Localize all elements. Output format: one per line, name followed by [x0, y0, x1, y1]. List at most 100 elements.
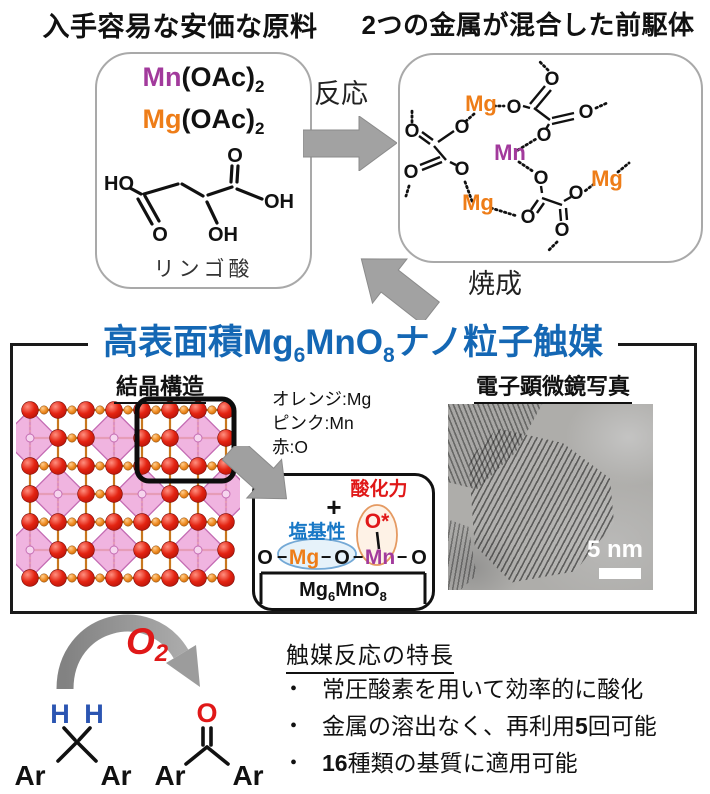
mn-symbol: Mn [142, 62, 182, 92]
calcination-label: 焼成 [468, 269, 522, 299]
reaction-arrow-icon [303, 116, 397, 171]
o-atom: O [455, 117, 470, 138]
subscript: 8 [380, 589, 387, 604]
precursor-heading: 2つの金属が混合した前駆体 [361, 10, 695, 40]
feature-number: 16 [322, 750, 348, 776]
mn-acetate-formula: Mn(OAc)2 [97, 62, 310, 97]
bullet-icon: • [290, 715, 298, 737]
bullet-icon: • [290, 752, 298, 774]
color-legend: オレンジ:Mg ピンク:Mn 赤:O [272, 387, 371, 459]
title-part: 高表面積Mg [103, 323, 294, 362]
active-oxygen: O* [365, 510, 390, 533]
mn-symbol: Mn [494, 140, 526, 165]
ho-atom: HO [104, 173, 134, 195]
legend-o: 赤:O [272, 437, 308, 457]
subscript: 2 [154, 640, 169, 667]
bond: − [353, 547, 364, 567]
o-atom: O [534, 168, 549, 189]
o-atom: O [411, 547, 427, 569]
oh-atom: OH [208, 224, 238, 246]
feature-text: 種類の基質に適用可能 [347, 751, 578, 776]
bond: − [397, 547, 408, 567]
active-site-inset: 酸化力 + O* 塩基性 O − Mg − O − Mn − O Mg6MnO8 [252, 473, 435, 611]
acetate-text: (OAc) [181, 62, 256, 92]
mg-symbol: Mg [462, 190, 494, 215]
mg-symbol: Mg [289, 546, 319, 569]
subscript: 8 [383, 344, 395, 367]
o-atom: O [227, 145, 243, 167]
o-atom: O [196, 698, 217, 728]
crystal-structure-heading: 結晶構造 [82, 369, 238, 404]
o-atom: O [405, 121, 420, 142]
o-atom: O [521, 207, 536, 228]
h-atom: H [50, 699, 70, 729]
reaction-scheme: H H Ar Ar O Ar Ar [14, 698, 263, 791]
o-atom: O [579, 102, 594, 123]
acetate-text: (OAc) [181, 104, 256, 134]
unit-cell-highlight [134, 396, 237, 484]
active-site-diagram: 酸化力 + O* 塩基性 O − Mg − O − Mn − O Mg6MnO8 [257, 477, 427, 604]
title-part: ナノ粒子触媒 [394, 323, 603, 362]
reaction-label: 反応 [314, 79, 368, 109]
catalyst-title: 高表面積Mg6MnO8ナノ粒子触媒 [88, 320, 618, 367]
plus-sign: + [326, 492, 341, 522]
title-part: MnO [305, 323, 384, 362]
materials-box: Mn(OAc)2 Mg(OAc)2 HO O OH O OH [95, 52, 312, 289]
tem-heading: 電子顕微鏡写真 [462, 369, 644, 404]
feature-text: 金属の溶出なく、再利用 [322, 714, 575, 739]
o2-base: O [126, 621, 155, 662]
raw-materials-heading: 入手容易な安価な原料 [42, 12, 318, 42]
malic-acid-label: リンゴ酸 [153, 257, 254, 281]
zoom-arrow-icon [222, 446, 288, 500]
subscript: 2 [255, 77, 265, 96]
precursor-structure: O O O O O O O O O O O O Mg Mg Mg Mn [404, 60, 631, 252]
calcination-arrow-icon [360, 258, 440, 322]
o-atom: O [152, 224, 168, 246]
o-atom: O [555, 220, 570, 241]
legend-mn: ピンク:Mn [272, 413, 354, 433]
o-atom: O [257, 547, 273, 569]
mg-symbol: Mg [591, 166, 623, 191]
mg-acetate-formula: Mg(OAc)2 [97, 104, 310, 139]
ar-group: Ar [100, 760, 131, 791]
formula-part: Mg [299, 579, 328, 601]
tem-image: 5 nm [448, 404, 653, 590]
feature-item: • 16種類の基質に適用可能 [286, 745, 708, 782]
o-atom: O [455, 159, 470, 180]
o2-label: O2 [126, 621, 168, 668]
ar-group: Ar [14, 760, 45, 791]
subscript: 6 [293, 344, 306, 367]
mn-symbol: Mn [365, 546, 395, 569]
oh-atom: OH [264, 191, 294, 213]
h-atom: H [84, 699, 104, 729]
scale-label: 5 nm [586, 536, 643, 563]
crystal-structure-model [16, 396, 240, 587]
precursor-box: O O O O O O O O O O O O Mg Mg Mg Mn [398, 53, 703, 263]
feature-item: • 金属の溶出なく、再利用5回可能 [286, 708, 708, 745]
feature-text: 回可能 [587, 714, 657, 739]
legend-mg: オレンジ:Mg [272, 389, 372, 409]
malic-acid-structure: HO O OH O OH [104, 145, 294, 246]
feature-item: • 常圧酸素を用いて効率的に酸化 [286, 671, 708, 708]
mg-symbol: Mg [465, 91, 497, 116]
o-atom: O [545, 69, 560, 90]
ar-group: Ar [232, 760, 263, 791]
formula-part: MnO [335, 579, 379, 601]
scale-bar [599, 568, 641, 579]
o-atom: O [334, 547, 350, 569]
mg-symbol: Mg [142, 104, 182, 134]
features-heading: 触媒反応の特長 [286, 636, 454, 674]
bullet-icon: • [290, 678, 298, 700]
o2-arc-arrow-icon [56, 614, 200, 690]
o-atom: O [404, 162, 419, 183]
features-list: • 常圧酸素を用いて効率的に酸化 • 金属の溶出なく、再利用5回可能 • 16種… [286, 671, 708, 782]
ar-group: Ar [154, 760, 185, 791]
subscript: 6 [328, 589, 335, 604]
subscript: 2 [255, 119, 265, 138]
bond: − [277, 547, 288, 567]
o-atom: O [507, 97, 522, 118]
formula-label: Mg6MnO8 [299, 579, 387, 604]
basicity-label: 塩基性 [288, 520, 345, 543]
o-atom: O [569, 183, 584, 204]
